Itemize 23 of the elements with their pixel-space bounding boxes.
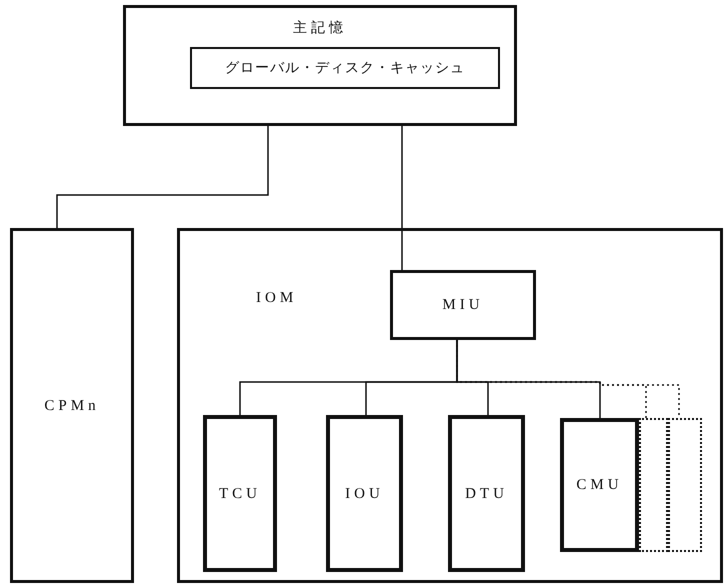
unit-box xyxy=(10,228,134,583)
unit-box xyxy=(560,418,639,552)
container-box xyxy=(177,228,723,583)
box-label: CPMn xyxy=(44,396,100,414)
unit-box xyxy=(190,47,500,89)
connector-line xyxy=(401,126,403,270)
unit-box xyxy=(390,270,536,340)
box-label: TCU xyxy=(219,484,261,502)
unit-box xyxy=(326,415,403,572)
box-label: IOU xyxy=(345,484,384,502)
empty-box xyxy=(668,418,702,552)
connector-line xyxy=(456,340,601,418)
empty-box xyxy=(639,418,668,552)
box-label: CMU xyxy=(576,476,623,494)
connector-line xyxy=(56,126,269,228)
box-label: 主記憶 xyxy=(293,20,347,37)
box-label: MIU xyxy=(442,296,484,314)
container-box xyxy=(123,5,517,126)
unit-box xyxy=(203,415,277,572)
box-label: グローバル・ディスク・キャッシュ xyxy=(225,60,465,76)
box-label: DTU xyxy=(465,484,508,502)
box-label: IOM xyxy=(256,289,298,307)
unit-box xyxy=(448,415,525,572)
